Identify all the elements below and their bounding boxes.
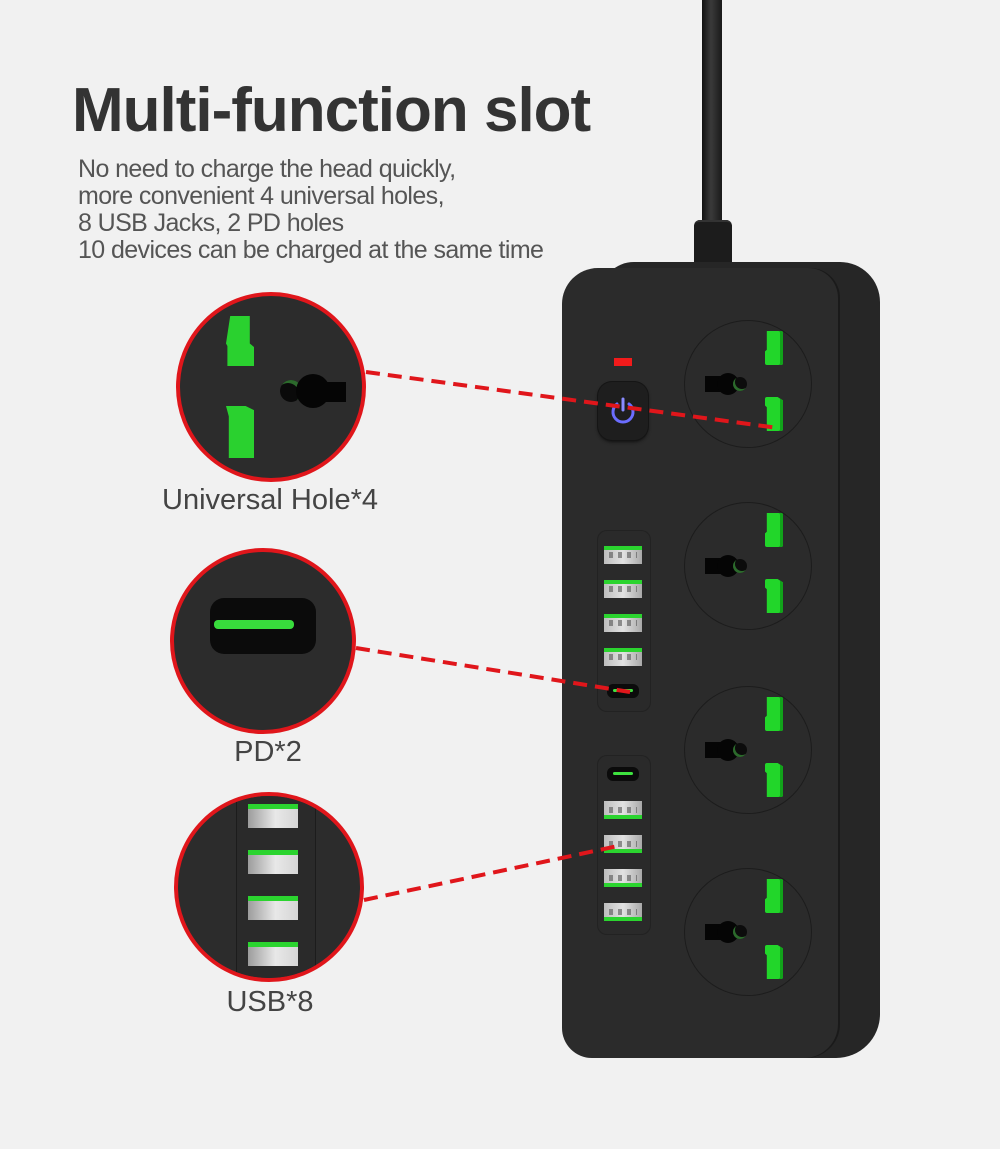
usb-port[interactable] — [604, 801, 642, 819]
usb-port[interactable] — [604, 580, 642, 598]
usb-panel-upper — [597, 530, 651, 712]
socket-pin-icon — [765, 331, 783, 365]
description-line: No need to charge the head quickly, — [78, 155, 456, 183]
socket-pin-icon — [226, 406, 254, 458]
pd-type-c-port[interactable] — [607, 767, 639, 781]
usb-port-icon — [248, 850, 298, 874]
socket-pin-icon — [765, 945, 783, 979]
usb-panel-lower — [597, 755, 651, 935]
callout-label-universal: Universal Hole*4 — [162, 484, 378, 516]
power-switch-button[interactable] — [598, 382, 648, 440]
socket-pin-icon — [765, 513, 783, 547]
universal-socket-1[interactable] — [684, 320, 812, 448]
usb-port-icon — [248, 804, 298, 828]
page-title: Multi-function slot — [72, 76, 591, 145]
universal-socket-3[interactable] — [684, 686, 812, 814]
earth-hole-icon — [280, 374, 350, 408]
power-icon — [611, 397, 635, 424]
pd-type-c-port[interactable] — [607, 684, 639, 698]
socket-pin-icon — [226, 316, 254, 366]
earth-hole-icon — [705, 373, 747, 395]
callout-usb — [174, 792, 364, 982]
usb-port[interactable] — [604, 869, 642, 887]
type-c-port-icon — [210, 598, 316, 654]
socket-pin-icon — [765, 763, 783, 797]
socket-pin-icon — [765, 697, 783, 731]
callout-label-usb: USB*8 — [226, 986, 314, 1018]
usb-port-icon — [248, 896, 298, 920]
socket-pin-icon — [765, 579, 783, 613]
description-line: more convenient 4 universal holes, — [78, 182, 445, 210]
callout-pd — [170, 548, 356, 734]
earth-hole-icon — [705, 921, 747, 943]
power-cable — [702, 0, 722, 228]
universal-socket-4[interactable] — [684, 868, 812, 996]
earth-hole-icon — [705, 555, 747, 577]
usb-port[interactable] — [604, 648, 642, 666]
cable-strain-relief — [694, 220, 732, 264]
callout-label-pd: PD*2 — [234, 736, 302, 768]
description: No need to charge the head quickly, more… — [78, 155, 544, 264]
indicator-led — [614, 358, 632, 366]
usb-port[interactable] — [604, 614, 642, 632]
description-line: 10 devices can be charged at the same ti… — [78, 236, 544, 264]
usb-port[interactable] — [604, 903, 642, 921]
callout-universal-hole — [176, 292, 366, 482]
earth-hole-icon — [705, 739, 747, 761]
usb-port-icon — [248, 942, 298, 966]
usb-port[interactable] — [604, 546, 642, 564]
socket-pin-icon — [765, 879, 783, 913]
universal-socket-2[interactable] — [684, 502, 812, 630]
description-line: 8 USB Jacks, 2 PD holes — [78, 209, 344, 237]
usb-port[interactable] — [604, 835, 642, 853]
socket-pin-icon — [765, 397, 783, 431]
